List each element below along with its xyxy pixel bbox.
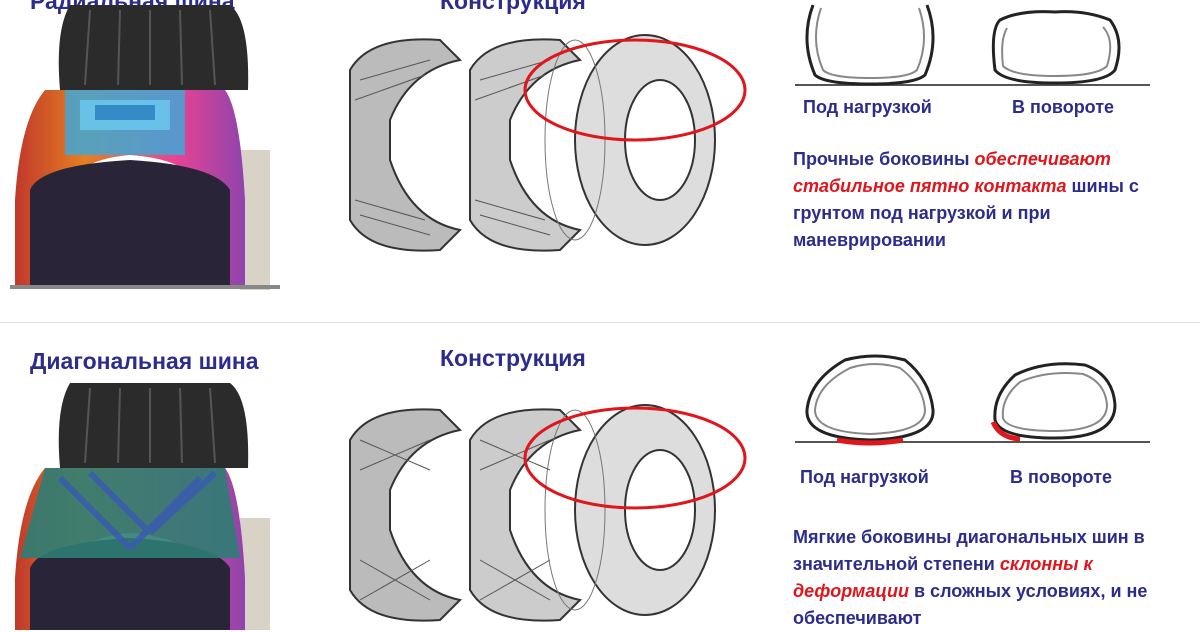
bias-caption-in-turn: В повороте [1010, 467, 1113, 487]
bias-highlight: склонны к деформации [793, 554, 1093, 601]
bias-tire-title: Диагональная шина [30, 348, 259, 374]
radial-description: Прочные боковины обеспечивают стабильное… [793, 146, 1183, 254]
bias-description: Мягкие боковины диагональных шин в значи… [793, 524, 1183, 632]
radial-highlight-1: обеспечивают [974, 149, 1111, 169]
bias-text-part-1: Мягкие боковины диагональных шин в значи… [793, 527, 1145, 574]
bias-construction-diagram [349, 404, 747, 622]
radial-highlight-ellipse [523, 38, 747, 142]
bias-caption-under-load: Под нагрузкой [800, 467, 929, 487]
radial-deformation-diagram [795, 4, 1150, 86]
radial-text-part-1: Прочные боковины [793, 149, 975, 169]
radial-caption-under-load: Под нагрузкой [803, 97, 932, 117]
bias-deformation-diagram [795, 354, 1150, 446]
radial-construction-diagram [349, 34, 747, 252]
radial-caption-in-turn: В повороте [1012, 97, 1115, 117]
radial-highlight-2: стабильное пятно контакта [793, 176, 1067, 196]
bias-construction-title: Конструкция [440, 345, 586, 371]
bias-text-part-2: в сложных условиях, и не обеспечивают [793, 581, 1148, 628]
radial-tire-cutaway-image [10, 5, 280, 290]
bias-highlight-ellipse [523, 406, 747, 510]
radial-text-part-3: шины с грунтом под нагрузкой и при манев… [793, 176, 1139, 250]
radial-construction-title: Конструкция [440, 0, 586, 14]
section-divider [0, 322, 1200, 323]
bias-tire-cutaway-image [15, 383, 270, 630]
